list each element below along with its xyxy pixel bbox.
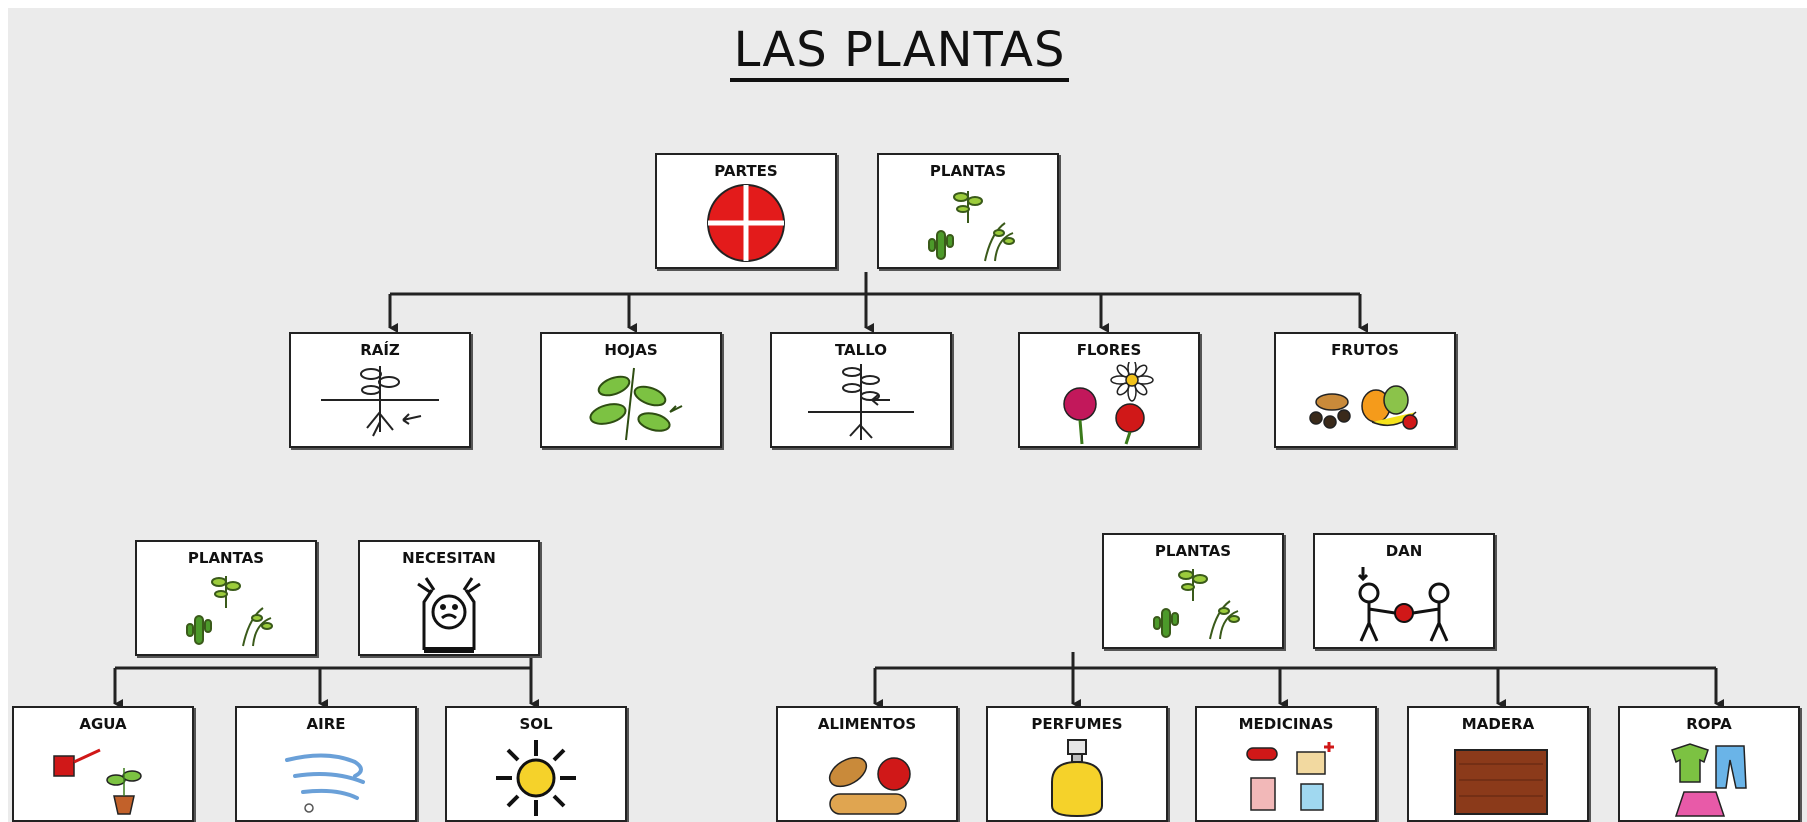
card-plantas-necesitan: PLANTAS bbox=[135, 540, 317, 656]
card-label: PARTES bbox=[714, 162, 778, 180]
card-flores: FLORES bbox=[1018, 332, 1200, 448]
card-label: PLANTAS bbox=[929, 162, 1007, 180]
card-perfumes: PERFUMES bbox=[986, 706, 1168, 822]
partes-connectors bbox=[388, 272, 1368, 333]
card-label: TALLO bbox=[834, 341, 887, 359]
need-icon bbox=[417, 577, 481, 653]
card-label: PLANTAS bbox=[187, 549, 265, 567]
card-label: FRUTOS bbox=[1331, 341, 1399, 359]
card-tallo: TALLO bbox=[770, 332, 952, 448]
card-necesitan: NECESITAN bbox=[358, 540, 540, 656]
flowers-icon bbox=[1063, 362, 1154, 445]
plants-icon bbox=[928, 191, 1015, 262]
page-title: LAS PLANTAS bbox=[0, 22, 1799, 82]
card-label: RAÍZ bbox=[360, 341, 400, 359]
card-label: FLORES bbox=[1076, 341, 1142, 359]
card-label: NECESITAN bbox=[402, 549, 496, 567]
card-plantas: PLANTAS bbox=[877, 153, 1059, 269]
card-sol: SOL bbox=[445, 706, 627, 822]
card-label: PLANTAS bbox=[1154, 542, 1232, 560]
card-label: HOJAS bbox=[604, 341, 658, 359]
card-label: AGUA bbox=[79, 715, 127, 733]
fruits-icon bbox=[1309, 385, 1418, 430]
card-label: SOL bbox=[519, 715, 553, 733]
card-label: MADERA bbox=[1461, 715, 1535, 733]
plants-icon bbox=[186, 576, 273, 647]
necesitan-connectors bbox=[113, 658, 539, 709]
card-hojas: HOJAS bbox=[540, 332, 722, 448]
food-icon bbox=[828, 756, 911, 815]
stem-icon bbox=[808, 364, 914, 440]
card-label: PERFUMES bbox=[1031, 715, 1123, 733]
root-icon bbox=[321, 366, 439, 437]
leaves-icon bbox=[589, 367, 683, 441]
card-label: MEDICINAS bbox=[1238, 715, 1334, 733]
wind-icon bbox=[285, 753, 365, 813]
card-agua: AGUA bbox=[12, 706, 194, 822]
card-partes: PARTES bbox=[655, 153, 837, 269]
card-ropa: ROPA bbox=[1618, 706, 1800, 822]
card-label: AIRE bbox=[306, 715, 346, 733]
perfume-icon bbox=[1051, 739, 1103, 818]
card-label: DAN bbox=[1385, 542, 1423, 560]
card-frutos: FRUTOS bbox=[1274, 332, 1456, 448]
medicine-icon bbox=[1246, 742, 1334, 811]
card-label: ROPA bbox=[1686, 715, 1732, 733]
sun-icon bbox=[496, 740, 576, 816]
card-plantas-dan: PLANTAS bbox=[1102, 533, 1284, 649]
card-label: ALIMENTOS bbox=[817, 715, 917, 733]
card-medicinas: MEDICINAS bbox=[1195, 706, 1377, 822]
plants-icon bbox=[1153, 569, 1240, 640]
clothes-icon bbox=[1671, 743, 1747, 817]
card-alimentos: ALIMENTOS bbox=[776, 706, 958, 822]
give-icon bbox=[1357, 567, 1450, 642]
dan-connectors bbox=[873, 652, 1724, 709]
card-dan: DAN bbox=[1313, 533, 1495, 649]
wood-icon bbox=[1454, 749, 1548, 815]
parts-circle-icon bbox=[707, 184, 785, 262]
card-raiz: RAÍZ bbox=[289, 332, 471, 448]
watering-can-icon bbox=[53, 748, 142, 815]
card-aire: AIRE bbox=[235, 706, 417, 822]
card-madera: MADERA bbox=[1407, 706, 1589, 822]
